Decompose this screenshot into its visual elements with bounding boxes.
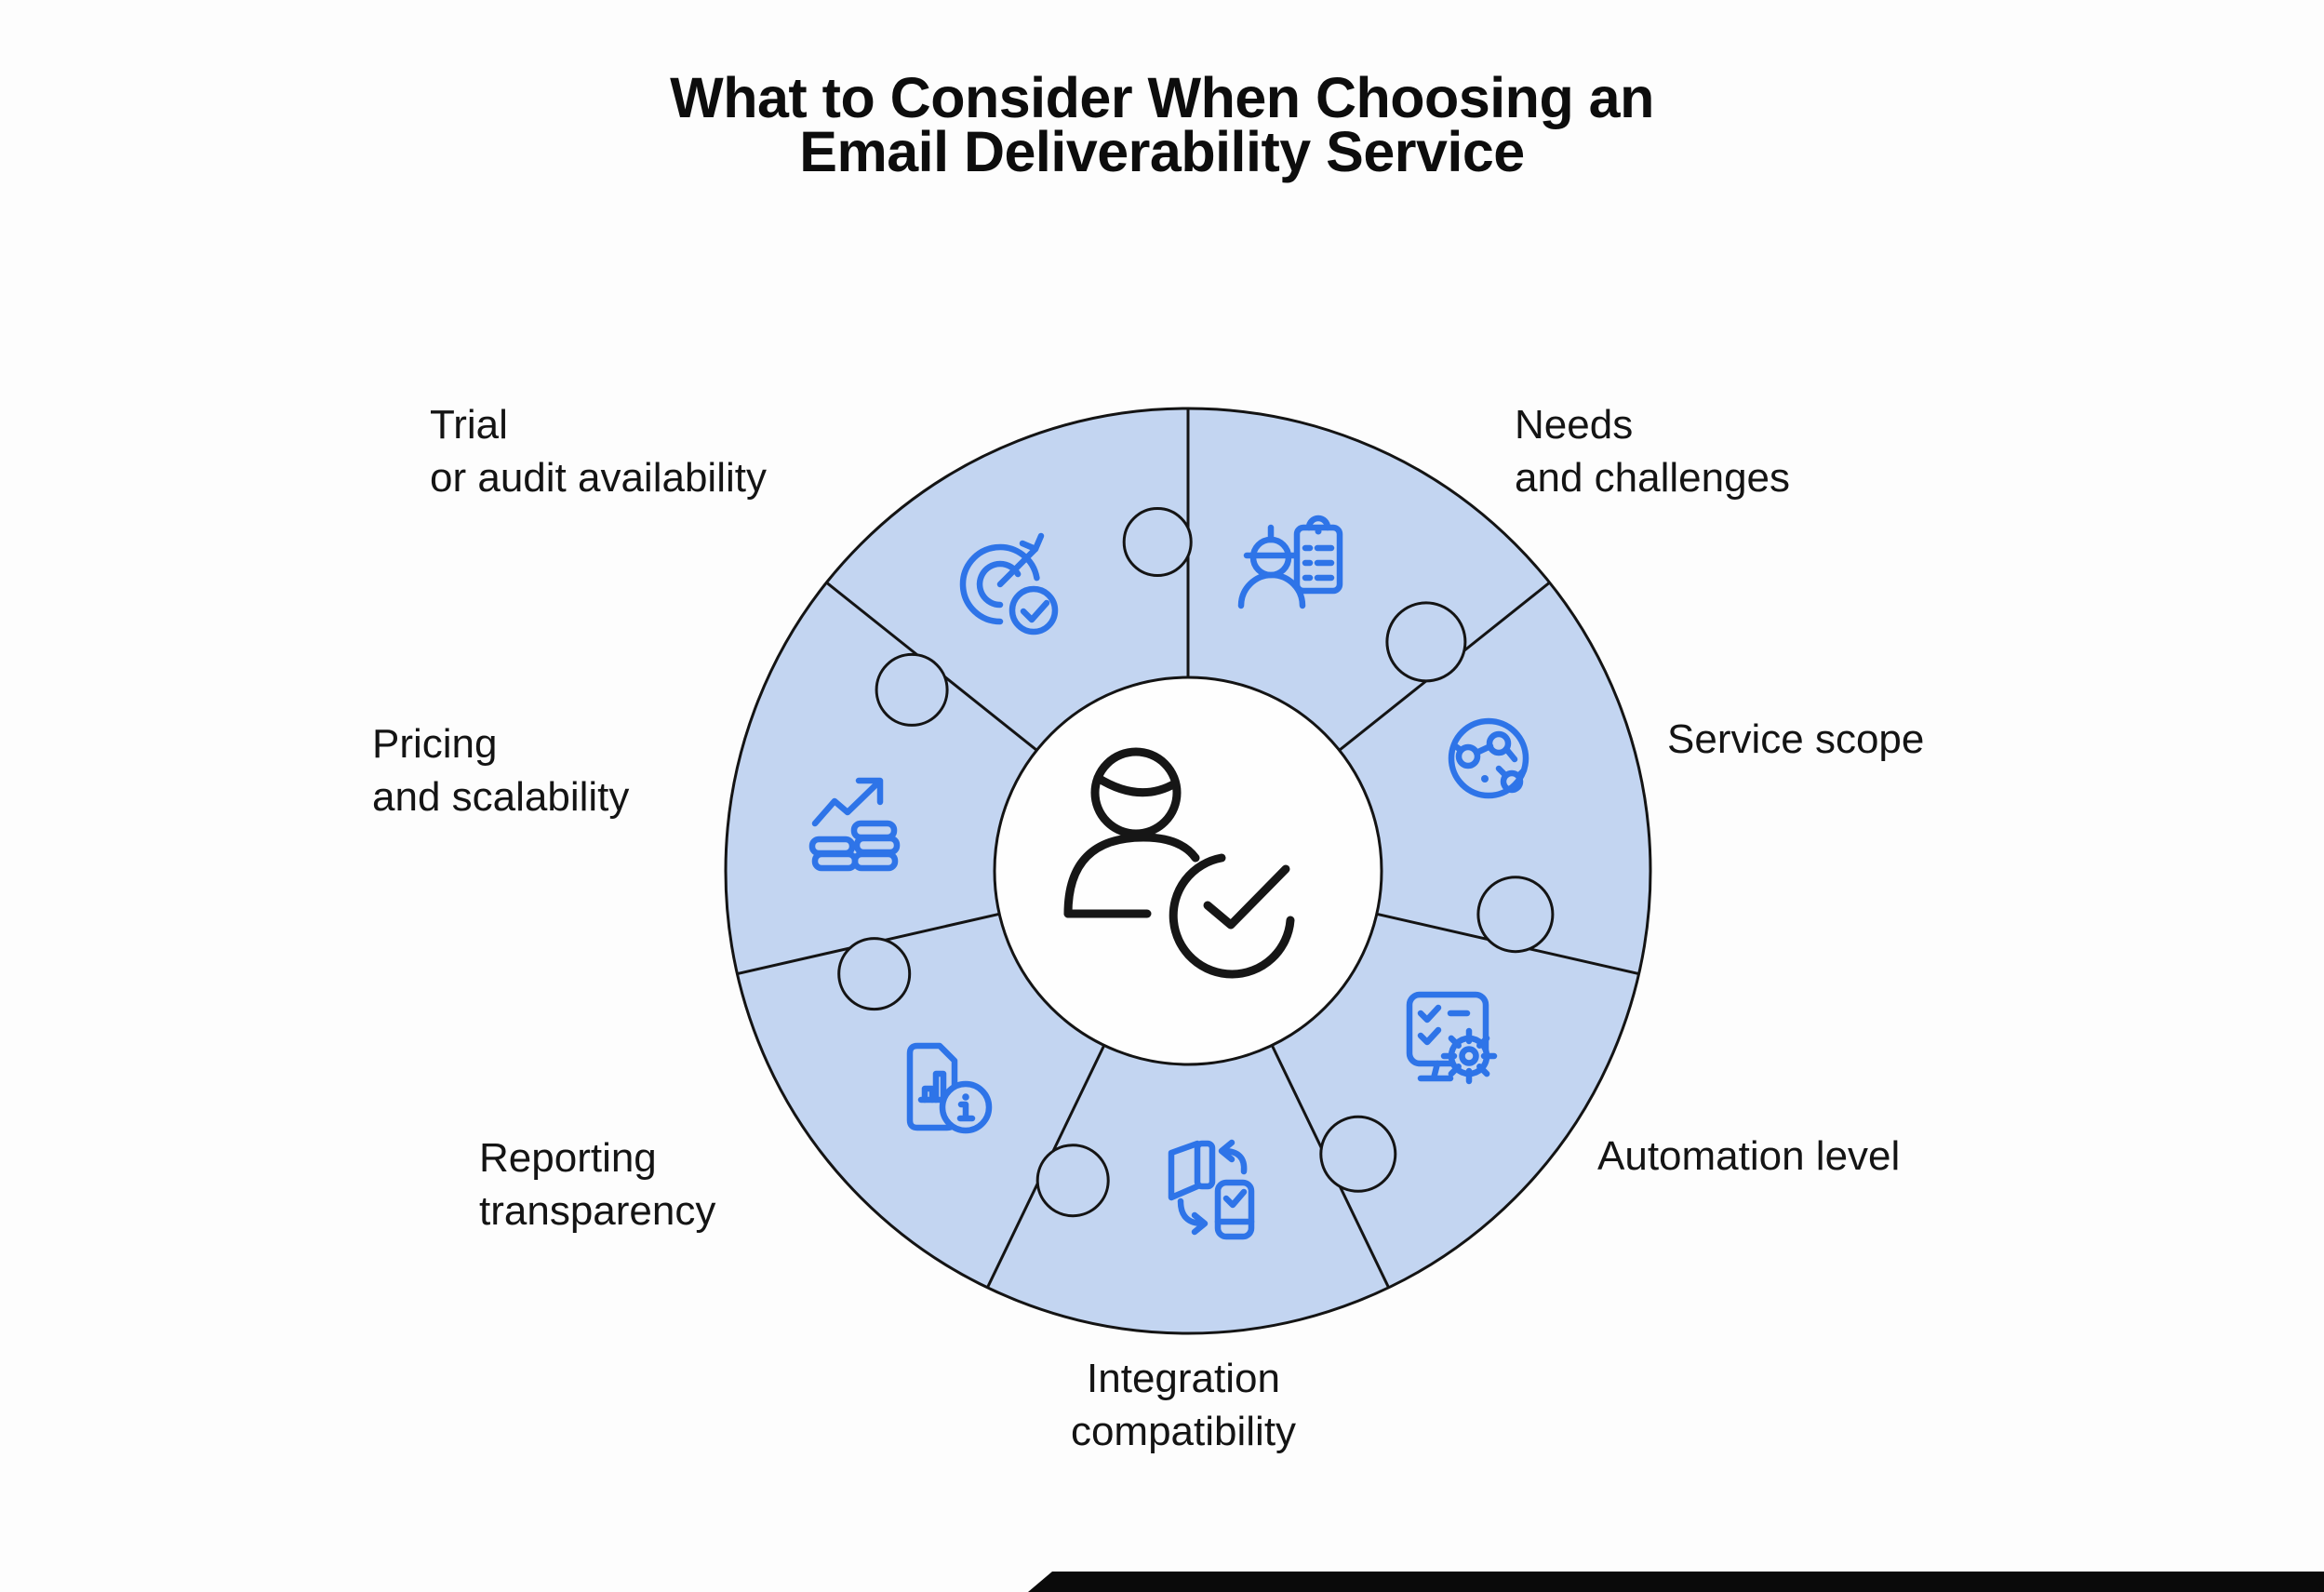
segment-label-pricing: Pricing and scalability xyxy=(372,717,629,823)
label-line: Automation level xyxy=(1597,1133,1901,1179)
checklist-gear-icon xyxy=(1406,991,1498,1085)
label-line: Reporting xyxy=(479,1135,657,1181)
label-line: Needs xyxy=(1515,402,1634,448)
footer-accent-bar xyxy=(1028,1572,2324,1592)
segment-label-service-scope: Service scope xyxy=(1667,713,1924,766)
person-check-icon xyxy=(1063,747,1295,979)
label-line: or audit availability xyxy=(430,455,767,501)
growth-coins-icon xyxy=(808,777,901,872)
label-line: Service scope xyxy=(1667,716,1925,762)
report-info-icon xyxy=(906,1042,993,1134)
segment-label-reporting: Reporting transparency xyxy=(479,1131,715,1237)
globe-network-icon xyxy=(1448,717,1529,799)
device-swap-icon xyxy=(1168,1139,1255,1240)
worker-clipboard-icon xyxy=(1237,515,1343,609)
title-line-2: Email Deliverability Service xyxy=(799,120,1525,183)
title-line-1: What to Consider When Choosing an xyxy=(670,66,1654,129)
target-check-icon xyxy=(959,532,1059,635)
segment-label-automation-level: Automation level xyxy=(1597,1130,1900,1183)
label-line: compatibility xyxy=(1070,1409,1297,1454)
segment-label-trial: Trial or audit availability xyxy=(430,398,767,504)
infographic-title: What to Consider When Choosing an Email … xyxy=(0,66,2324,183)
label-line: and scalability xyxy=(372,774,630,820)
segment-label-needs: Needs and challenges xyxy=(1515,398,1790,504)
label-line: Trial xyxy=(430,402,508,448)
label-line: transparency xyxy=(479,1188,716,1234)
segment-label-integration: Integration compatibility xyxy=(1071,1352,1296,1458)
label-line: Pricing xyxy=(372,721,498,767)
puzzle-knobs xyxy=(837,507,1555,1218)
puzzle-wheel-diagram xyxy=(724,407,1652,1335)
label-line: Integration xyxy=(1087,1356,1280,1401)
label-line: and challenges xyxy=(1515,455,1791,501)
